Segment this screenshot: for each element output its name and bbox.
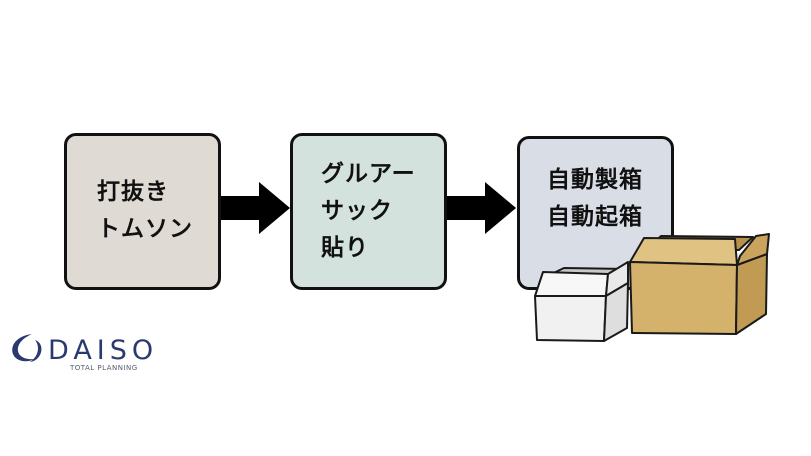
step-auto-box-making-label: 自動製箱 自動起箱 [547,162,643,236]
kraft-box-icon [629,233,770,335]
daiso-tagline: TOTAL PLANNING [70,364,138,372]
arrow-right-icon [221,182,290,234]
daiso-wordmark: DAISO [48,335,159,366]
daiso-logo: DAISO TOTAL PLANNING [8,330,168,380]
step-gluer-label: グルアー サック 貼り [321,156,416,267]
step-label-line: トムソン [97,216,193,242]
white-box-icon [534,261,629,342]
arrow-right-icon [447,182,516,234]
step-label-line: 自動製箱 [547,167,643,193]
step-label-line: 貼り [321,235,369,261]
step-die-cutting: 打抜き トムソン [64,133,221,290]
step-die-cutting-label: 打抜き トムソン [97,174,193,248]
daiso-logo-mark-icon [12,334,42,362]
step-label-line: 自動起箱 [547,204,643,230]
step-label-line: サック [321,198,393,224]
step-gluer: グルアー サック 貼り [290,133,447,290]
step-label-line: 打抜き [97,179,169,205]
step-label-line: グルアー [321,161,416,187]
